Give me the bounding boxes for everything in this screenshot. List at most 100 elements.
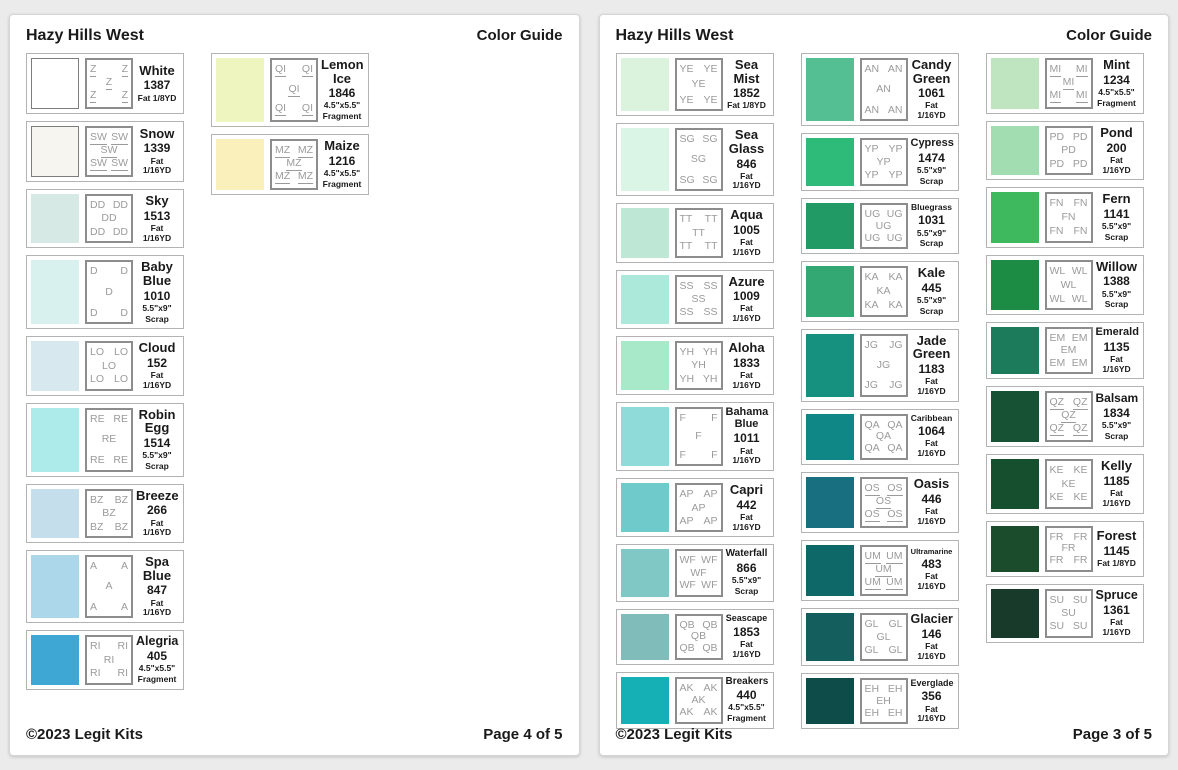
piece-code: SG — [690, 153, 707, 166]
piece-code-row: AP — [680, 503, 718, 514]
fabric-name: Azure — [728, 273, 765, 289]
fabric-name: Seascape — [725, 613, 768, 624]
fabric-swatch — [31, 407, 79, 472]
piece-code: RI — [103, 653, 115, 666]
fabric-name: Candy Green — [911, 57, 952, 86]
fabric-name: Kelly — [1100, 458, 1133, 474]
fabric-cut-size: 4.5"x5.5" — [1098, 87, 1135, 98]
piece-code: YH — [691, 359, 706, 372]
fabric-number: 1145 — [1103, 543, 1130, 558]
piece-code: OS — [864, 481, 880, 496]
piece-code-row: SG — [680, 154, 718, 165]
piece-code: AN — [864, 63, 880, 75]
fabric-cut-size: Fat 1/8YD — [1097, 557, 1136, 568]
piece-code: EM — [1071, 356, 1088, 369]
fabric-swatch — [805, 476, 854, 528]
fabric-name: Glacier — [910, 611, 953, 626]
piece-code: YE — [703, 63, 718, 75]
piece-code: Z — [90, 89, 97, 103]
piece-code: QA — [864, 442, 880, 455]
fabric-name: Bluegrass — [910, 202, 953, 213]
fabric-number: 1135 — [1103, 339, 1130, 354]
piece-code: SS — [679, 279, 694, 292]
piece-code: EH — [887, 683, 903, 696]
piece-code: AN — [887, 103, 903, 116]
fabric-cut-size: Fat 1/16YD — [142, 597, 172, 618]
piece-code-row: UG — [865, 221, 903, 232]
fabric-swatch — [620, 58, 669, 112]
piece-code: A — [120, 560, 128, 573]
fabric-cut-size: 5.5"x9" — [142, 302, 172, 313]
piece-code: AN — [887, 63, 903, 75]
piece-code: YP — [888, 168, 903, 181]
fabric-swatch — [31, 126, 79, 177]
piece-code: WL — [1049, 292, 1066, 305]
fabric-swatch — [990, 192, 1039, 243]
fabric-cut-type: Fragment — [322, 178, 362, 189]
fabric-cut-type: Scrap — [919, 305, 944, 316]
fabric-number: 442 — [736, 497, 757, 512]
piece-code: AP — [679, 488, 694, 501]
piece-code: GL — [876, 630, 891, 643]
piece-code: AK — [679, 681, 694, 694]
page-footer: ©2023 Legit Kits Page 4 of 5 — [26, 726, 563, 743]
piece-code: YE — [703, 93, 718, 106]
fabric-name: Oasis — [913, 476, 950, 492]
piece-code: EH — [864, 706, 880, 719]
fabric-swatch — [31, 341, 79, 391]
piece-code: MI — [1049, 89, 1062, 103]
piece-code: F — [679, 448, 686, 461]
piece-code: QA — [875, 430, 892, 443]
fabric-name: Aloha — [728, 339, 765, 355]
piece-code: OS — [887, 481, 903, 496]
fabric-name: Maize — [324, 138, 360, 154]
piece-code-row: RI — [90, 655, 128, 666]
fabric-cut-size: Fat 1/16YD — [732, 511, 761, 532]
piece-code: SW — [90, 157, 107, 171]
piece-code: QI — [301, 63, 313, 77]
fabric-cut-size: Fat 1/16YD — [732, 170, 761, 191]
piece-code: AP — [703, 514, 718, 527]
fabric-name: Bahama Blue — [725, 406, 769, 430]
piece-code: QZ — [1061, 409, 1076, 424]
fabric-swatch — [620, 407, 669, 467]
piece-code-row: TT — [680, 228, 718, 239]
fabric-name: Alegria — [136, 634, 179, 649]
